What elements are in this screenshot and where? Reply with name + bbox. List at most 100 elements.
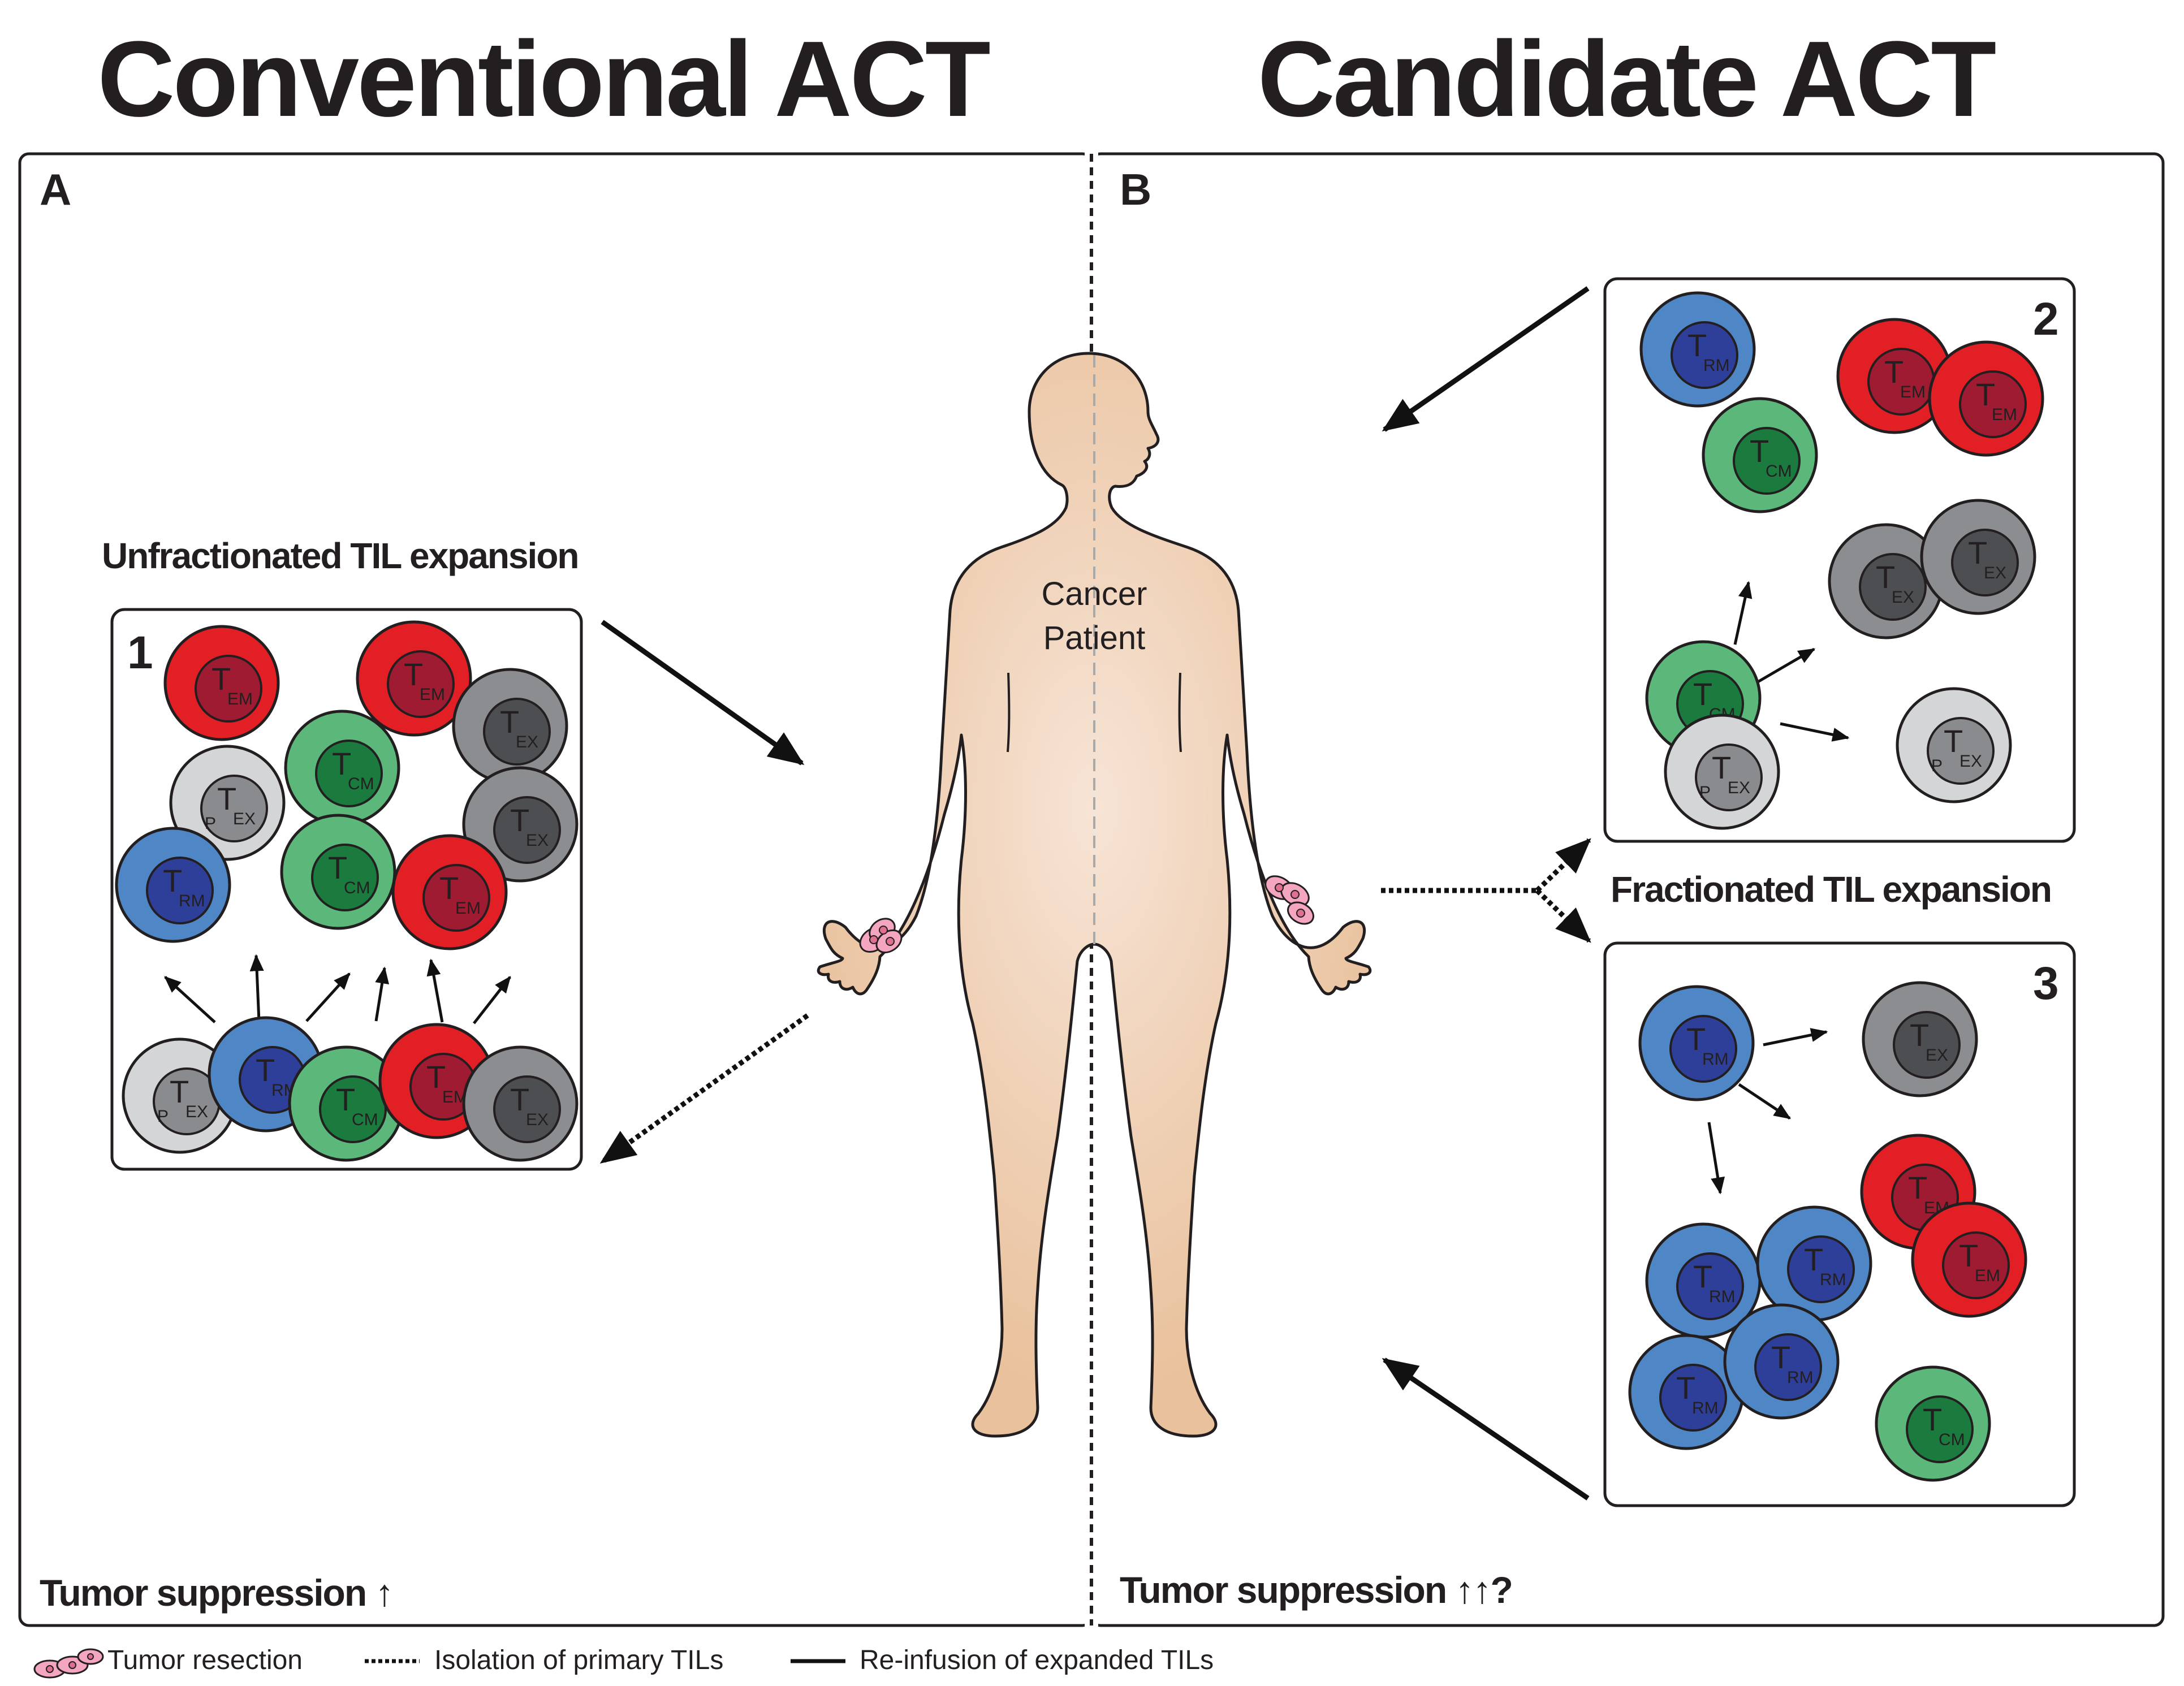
cell-nucleus (1959, 370, 2027, 438)
t-cell-em: TEM (391, 834, 508, 950)
cell-label-prefix: P (157, 1107, 169, 1126)
diff-arrow (249, 954, 264, 1022)
cell-label-prefix: P (205, 814, 216, 833)
candidate-act-title: Candidate ACT (1258, 19, 1996, 139)
cell-nucleus (1733, 427, 1801, 495)
cell-label-t: T (332, 746, 351, 781)
t-cell-em: TEM (356, 620, 472, 737)
cell-label-subtype: RM (1787, 1368, 1814, 1387)
t-cell-ex: TEX (462, 766, 579, 883)
cell-nucleus (1695, 743, 1763, 811)
panel-a-letter: A (40, 165, 71, 214)
cell-nucleus (422, 864, 490, 932)
cell-label-t: T (1944, 723, 1963, 759)
cell-nucleus (1859, 553, 1927, 621)
legend-tumor-resection: Tumor resection (107, 1645, 303, 1675)
differentiation-arrows (164, 581, 1850, 1195)
cell-nucleus (1927, 717, 1995, 785)
patient-label-line1: Cancer (1042, 576, 1147, 612)
tumor-right-wrist (1264, 875, 1314, 925)
cell-nucleus (1671, 321, 1738, 389)
diff-arrow (1707, 1122, 1725, 1195)
cell-label-t: T (1687, 327, 1707, 363)
cell-label-subtype: RM (1820, 1270, 1846, 1289)
cell-label-t: T (1804, 1242, 1823, 1277)
conventional-act-title: Conventional ACT (97, 19, 990, 139)
t-cell-em: TEM (163, 625, 280, 741)
cell-nucleus (319, 1075, 387, 1143)
cell-label-subtype: EX (516, 733, 538, 751)
cell-label-subtype: EX (185, 1103, 208, 1121)
cell-label-subtype: RM (1702, 1050, 1729, 1069)
diff-arrow (374, 966, 390, 1022)
cell-nucleus (311, 844, 379, 911)
cell-nucleus (195, 655, 262, 723)
cell-label-t: T (1923, 1402, 1942, 1437)
t-cell-em: TEM (1911, 1201, 2027, 1318)
cell-label-subtype: EX (1926, 1046, 1948, 1065)
diff-arrow (1780, 722, 1850, 742)
cell-label-t: T (1959, 1238, 1978, 1273)
left-armpit-line (1007, 672, 1011, 753)
t-cell-rm: TRM (1723, 1303, 1840, 1420)
t-cell-ex: TEX (1920, 499, 2036, 615)
cell-label-t: T (217, 781, 236, 816)
cell-label-t: T (212, 661, 231, 697)
cell-label-subtype: RM (1709, 1287, 1736, 1306)
t-cell-cm: TCM (288, 1045, 404, 1162)
cell-label-subtype: EM (1900, 383, 1926, 401)
cell-label-subtype: RM (179, 892, 205, 910)
t-cell-ex: TEX (1828, 523, 1944, 639)
cell-label-t: T (163, 863, 182, 898)
isolation-arrow-to-box2 (1535, 838, 1591, 893)
cell-nucleus (387, 650, 455, 718)
cell-label-subtype: EM (1992, 405, 2017, 424)
cell-label-subtype: EX (1892, 588, 1914, 607)
t-cell-rm: TRM (1638, 985, 1755, 1101)
cell-label-subtype: CM (352, 1110, 378, 1129)
cell-nucleus (493, 1075, 561, 1143)
tumor-suppression-b: Tumor suppression ↑↑? (1120, 1569, 1512, 1611)
cell-label-t: T (170, 1074, 189, 1109)
t-cell-rm: TRM (1639, 291, 1756, 408)
cell-label-subtype: CM (348, 775, 374, 793)
cell-label-subtype: CM (1766, 462, 1792, 481)
diff-arrow (164, 976, 216, 1023)
t-cell-ex: TEX (462, 1045, 579, 1162)
cell-nucleus (200, 775, 268, 842)
cell-label-t: T (1876, 559, 1895, 595)
cell-label-t: T (1693, 676, 1712, 712)
diff-arrow (1738, 1083, 1792, 1120)
cell-label-subtype: EM (1975, 1266, 2000, 1285)
diff-arrow (1755, 647, 1816, 685)
cell-label-t: T (439, 870, 459, 906)
legend-reinfusion: Re-infusion of expanded TILs (860, 1645, 1214, 1675)
cell-label-subtype: EX (1959, 752, 1982, 771)
t-cell-rm: TRM (115, 827, 231, 943)
isolation-arrow-to-box1 (599, 1013, 809, 1164)
cell-label-t: T (328, 850, 347, 885)
cancer-patient-figure (817, 352, 1372, 1438)
box-2-number: 2 (2033, 293, 2059, 345)
t-cell-em: TEM (1928, 340, 2044, 457)
t-cell-cm: TCM (280, 814, 396, 930)
box-3-number: 3 (2033, 958, 2059, 1009)
reinfusion-arrow-box3 (1382, 1358, 1590, 1501)
cell-label-t: T (1750, 433, 1769, 469)
cell-label-subtype: EX (526, 1110, 549, 1129)
t-cell-ex: TEX (1862, 981, 1978, 1097)
cell-label-subtype: CM (344, 879, 370, 897)
cell-label-t: T (1976, 377, 1995, 412)
cell-label-t: T (404, 656, 423, 692)
cell-nucleus (1906, 1395, 1974, 1463)
panel-b-letter: B (1120, 165, 1151, 214)
cell-nucleus (483, 698, 551, 766)
t-cell-em: TEM (1836, 318, 1953, 434)
t-cell-ex: TEX (452, 668, 568, 784)
tumor-left-wrist (859, 918, 903, 954)
cell-label-t: T (426, 1059, 446, 1095)
